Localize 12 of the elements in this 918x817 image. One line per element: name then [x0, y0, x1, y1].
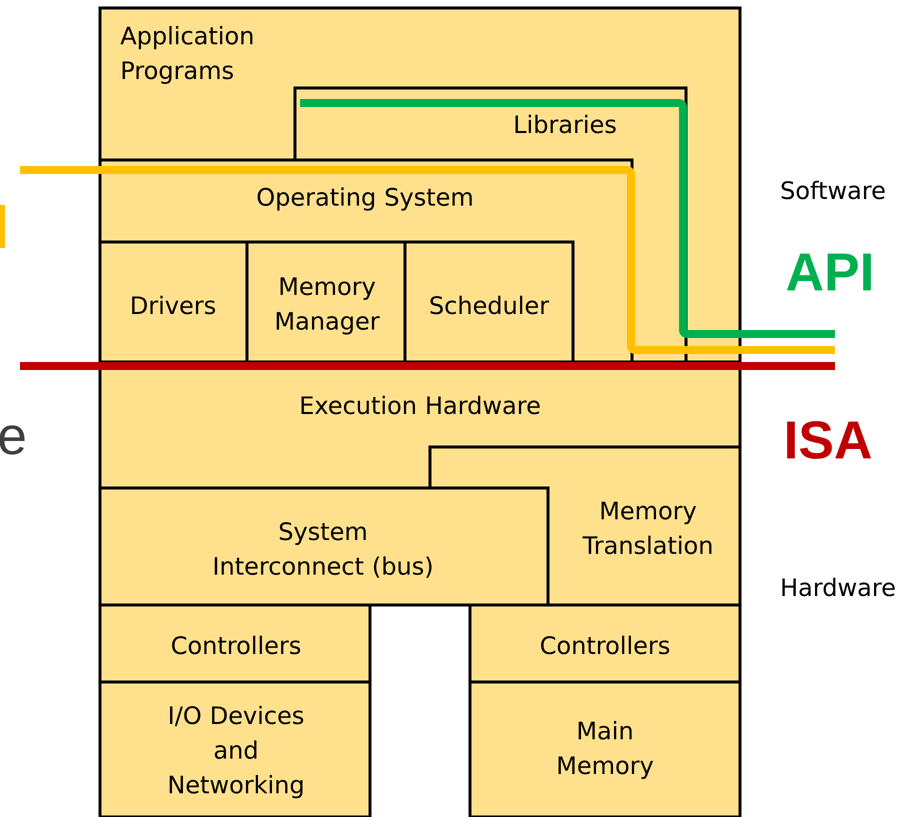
layer-box: Drivers	[98, 240, 248, 364]
layer-box: Controllers	[98, 604, 372, 684]
interface-label: ISA	[787, 421, 872, 459]
cropped-text: e	[0, 425, 25, 455]
side-label: Hardware	[782, 578, 895, 596]
interface-label: API	[786, 254, 871, 290]
side-label: Software	[782, 180, 885, 200]
layer-box: Main Memory	[468, 680, 742, 817]
layer-box: Controllers	[468, 604, 742, 684]
layer-box: I/O Devices and Networking	[98, 680, 372, 817]
layer-box: Memory Manager	[246, 240, 406, 364]
layer-box: Scheduler	[404, 240, 574, 364]
